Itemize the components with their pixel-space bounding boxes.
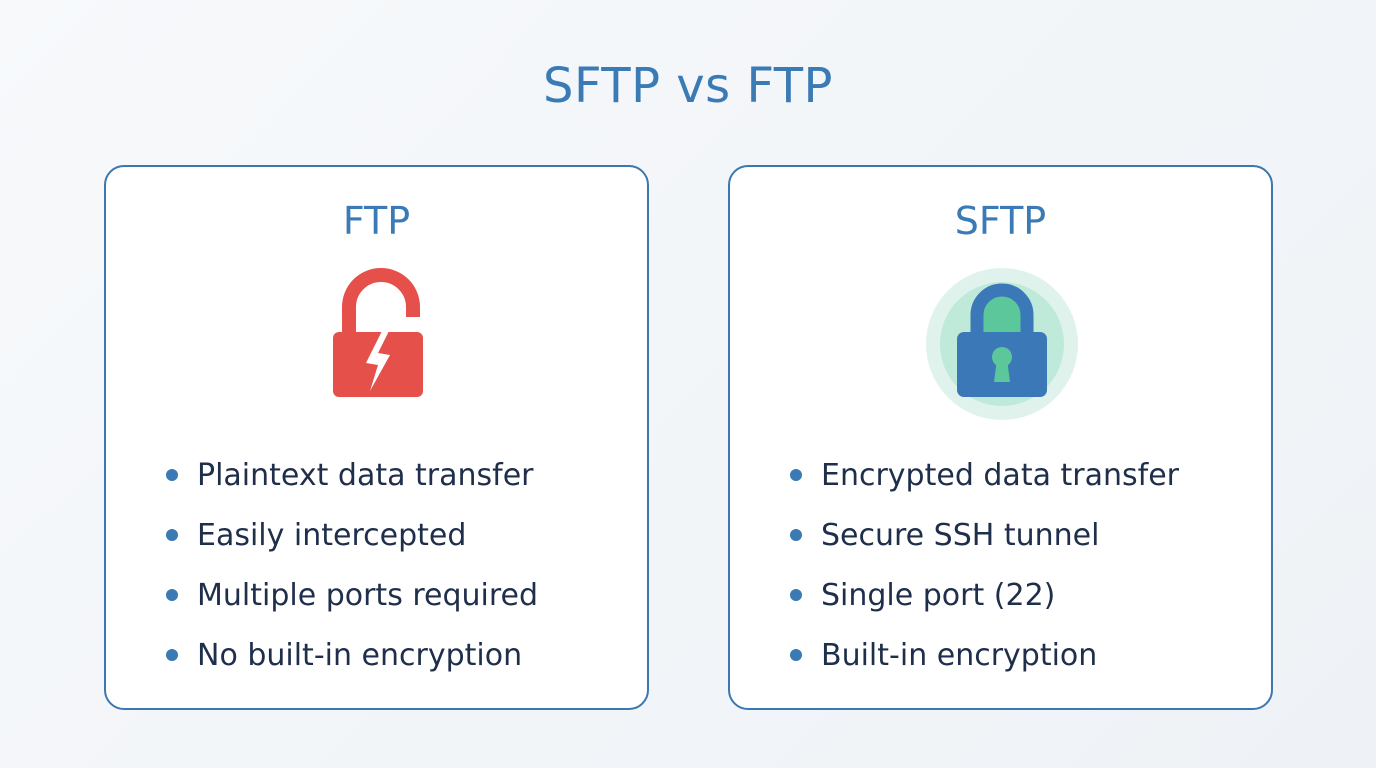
ftp-card: FTP Plaintext data transfer Easily inter… [104, 165, 649, 710]
list-item: Easily intercepted [166, 505, 538, 565]
card-title: SFTP [954, 199, 1047, 243]
bullet-icon [790, 529, 802, 541]
bullet-icon [790, 589, 802, 601]
secure-lock-icon [926, 268, 1078, 420]
list-item: Secure SSH tunnel [790, 505, 1179, 565]
list-item: Single port (22) [790, 565, 1179, 625]
page-title: SFTP vs FTP [543, 58, 833, 114]
list-item: Multiple ports required [166, 565, 538, 625]
list-item: Built-in encryption [790, 625, 1179, 685]
list-item: No built-in encryption [166, 625, 538, 685]
bullet-icon [166, 589, 178, 601]
list-item: Encrypted data transfer [790, 445, 1179, 505]
broken-lock-icon [333, 268, 423, 397]
bullet-icon [166, 469, 178, 481]
bullet-icon [790, 469, 802, 481]
list-item: Plaintext data transfer [166, 445, 538, 505]
sftp-card: SFTP Encrypted data transfer Secure SSH … [728, 165, 1273, 710]
bullet-icon [166, 649, 178, 661]
card-title: FTP [342, 199, 411, 243]
bullet-icon [790, 649, 802, 661]
bullet-icon [166, 529, 178, 541]
